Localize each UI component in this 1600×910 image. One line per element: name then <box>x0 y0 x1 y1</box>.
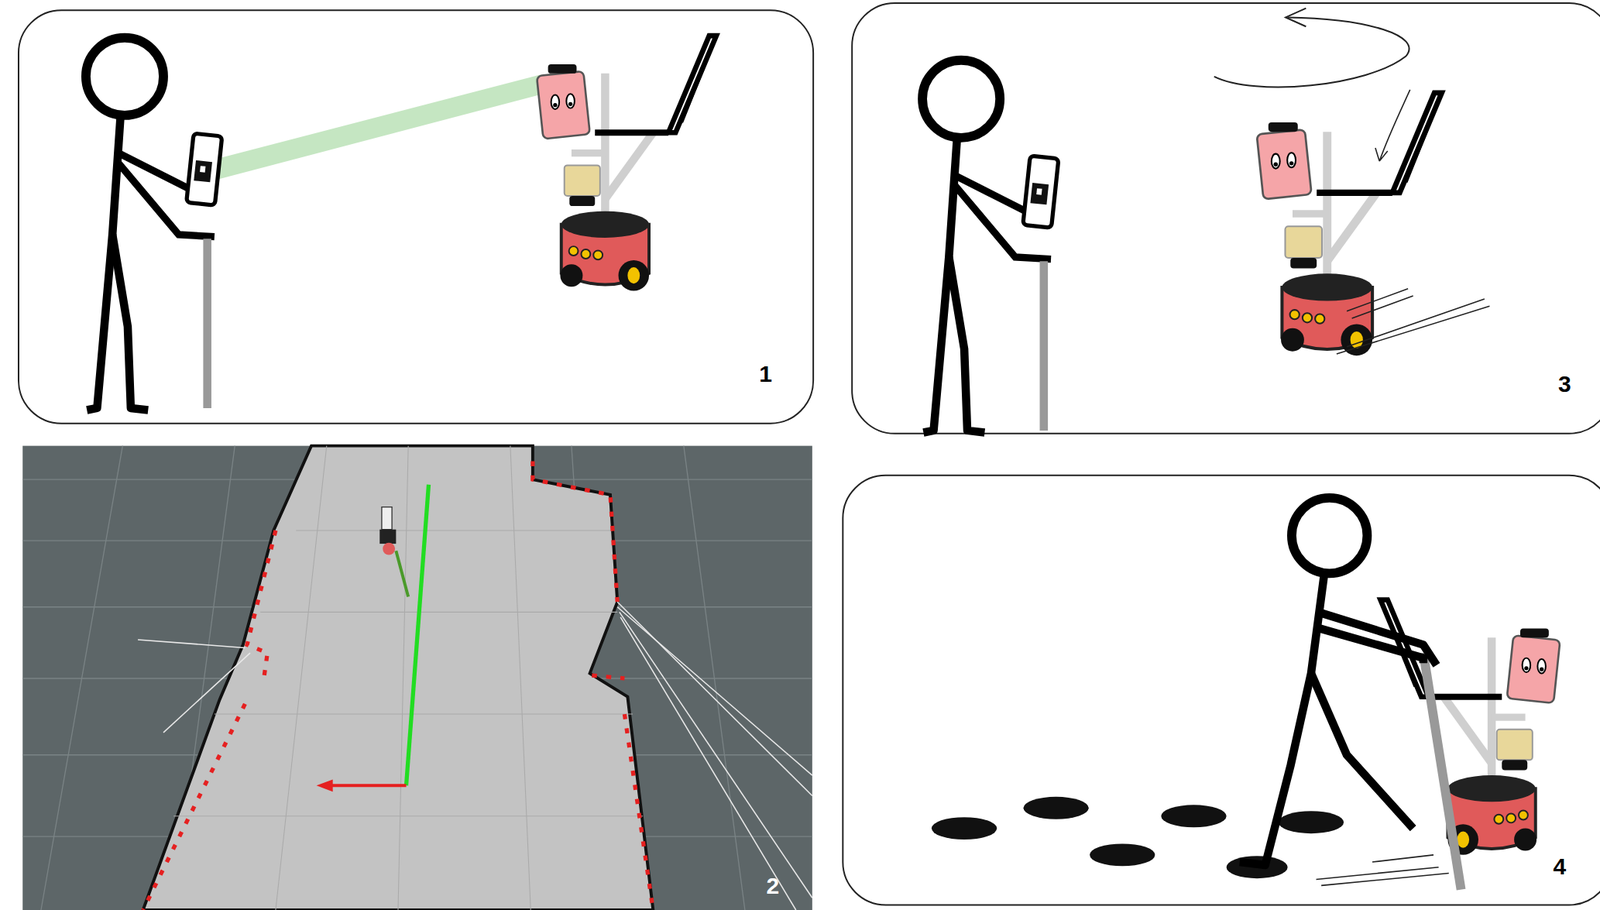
robot <box>1256 92 1443 356</box>
rotation-arrow <box>1214 17 1410 87</box>
panel-frame <box>851 3 1600 434</box>
stick-person <box>922 60 1059 433</box>
stick-person <box>85 37 223 411</box>
panel-frame <box>18 10 814 423</box>
panel-number: 2 <box>766 874 780 898</box>
panel-frame <box>842 475 1600 906</box>
occupancy-map <box>22 446 813 910</box>
cane <box>1423 652 1462 890</box>
panel-number: 4 <box>1552 854 1566 879</box>
motion-lines <box>1316 854 1449 886</box>
panel-number: 3 <box>1558 372 1572 396</box>
camera-beam <box>207 74 543 182</box>
panel-number: 1 <box>758 362 773 386</box>
motion-lines <box>1336 288 1491 354</box>
stick-person <box>1239 497 1437 866</box>
robot <box>536 35 717 291</box>
